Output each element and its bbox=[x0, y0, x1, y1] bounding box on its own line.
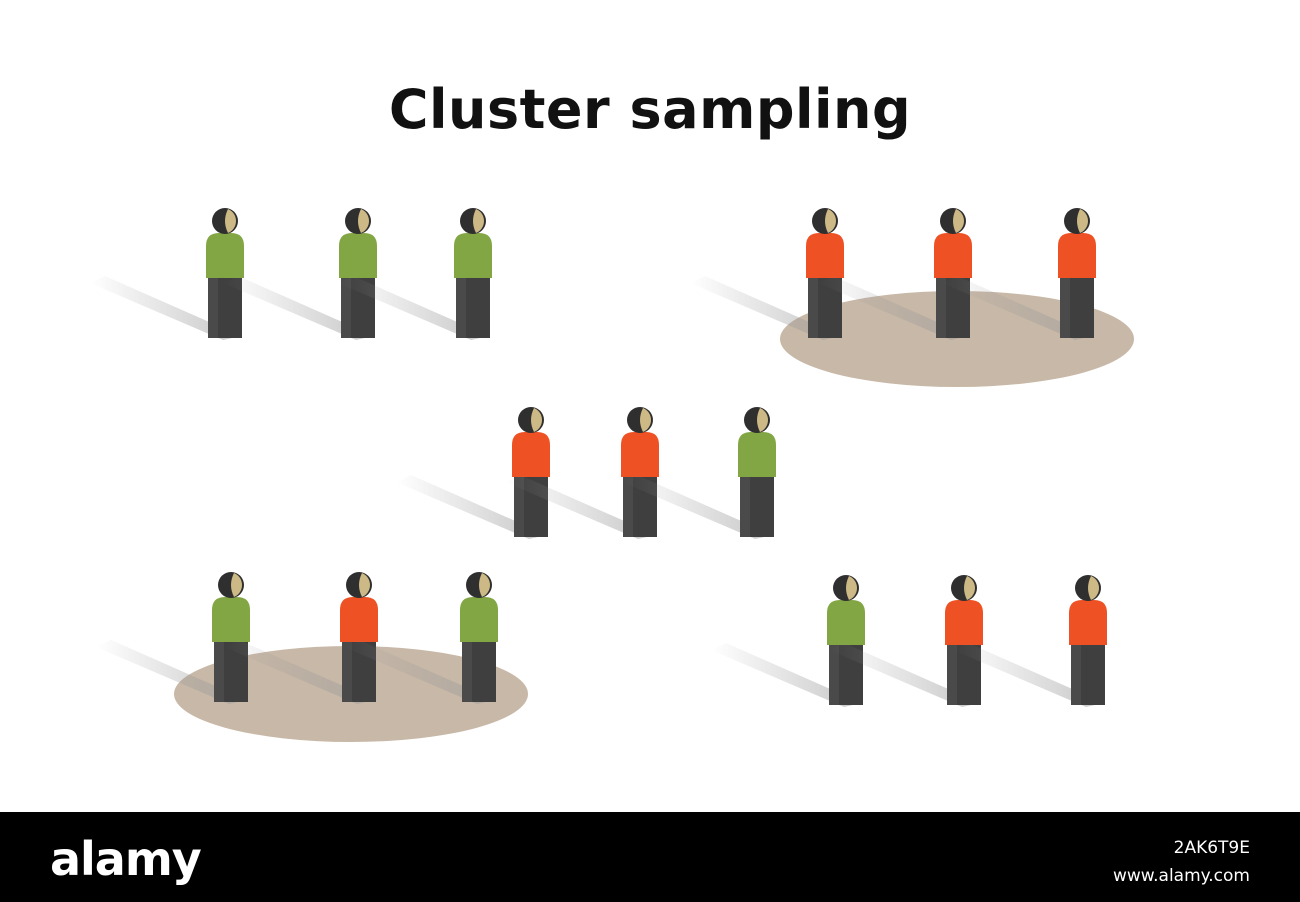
clusters-figure bbox=[90, 208, 1134, 742]
watermark-footer: alamy 2AK6T9E www.alamy.com bbox=[0, 812, 1300, 902]
brand-logo: alamy bbox=[50, 832, 202, 886]
person-face bbox=[225, 209, 237, 233]
person-shadow bbox=[622, 475, 773, 539]
person-legs-highlight bbox=[1071, 645, 1081, 705]
person-legs-highlight bbox=[1060, 278, 1070, 338]
cluster-2 bbox=[690, 208, 1134, 387]
site-url-label: www.alamy.com bbox=[1112, 866, 1250, 886]
person-legs-highlight bbox=[341, 278, 351, 338]
cluster-3 bbox=[396, 407, 776, 539]
person-face bbox=[479, 573, 491, 597]
person-legs-highlight bbox=[936, 278, 946, 338]
person-green bbox=[622, 407, 776, 539]
person-torso bbox=[827, 600, 865, 645]
diagram-canvas: Cluster sampling bbox=[90, 78, 1134, 742]
person-face bbox=[358, 209, 370, 233]
person-legs-highlight bbox=[456, 278, 466, 338]
person-face bbox=[473, 209, 485, 233]
person-red bbox=[396, 407, 550, 539]
person-torso bbox=[738, 432, 776, 477]
person-face bbox=[1077, 209, 1089, 233]
person-red bbox=[942, 208, 1096, 340]
person-face bbox=[531, 408, 542, 432]
person-legs-highlight bbox=[514, 477, 524, 537]
person-legs-highlight bbox=[342, 642, 352, 702]
person-torso bbox=[212, 597, 250, 642]
person-shadow bbox=[711, 643, 862, 707]
person-face bbox=[964, 576, 976, 600]
person-face bbox=[640, 408, 651, 432]
person-torso bbox=[206, 233, 244, 278]
person-torso bbox=[512, 432, 550, 477]
person-torso bbox=[339, 233, 377, 278]
person-shadow bbox=[344, 640, 495, 704]
person-torso bbox=[934, 233, 972, 278]
person-legs-highlight bbox=[623, 477, 633, 537]
person-green bbox=[344, 572, 498, 704]
person-torso bbox=[806, 233, 844, 278]
person-face bbox=[231, 573, 243, 597]
person-legs-highlight bbox=[947, 645, 957, 705]
person-legs-highlight bbox=[740, 477, 750, 537]
person-torso bbox=[945, 600, 983, 645]
person-green bbox=[711, 575, 865, 707]
cluster-1 bbox=[90, 208, 492, 340]
person-green bbox=[90, 208, 244, 340]
person-shadow bbox=[953, 643, 1104, 707]
person-shadow bbox=[829, 643, 980, 707]
person-green bbox=[338, 208, 492, 340]
person-shadow bbox=[942, 276, 1093, 340]
cluster-5 bbox=[711, 575, 1107, 707]
person-torso bbox=[460, 597, 498, 642]
person-legs-highlight bbox=[208, 278, 218, 338]
person-shadow bbox=[818, 276, 969, 340]
person-shadow bbox=[396, 475, 547, 539]
selected-cluster-area bbox=[780, 291, 1134, 387]
person-shadow bbox=[690, 276, 841, 340]
person-legs-highlight bbox=[462, 642, 472, 702]
diagram-title: Cluster sampling bbox=[388, 78, 912, 141]
person-face bbox=[825, 209, 836, 233]
person-shadow bbox=[505, 475, 656, 539]
person-shadow bbox=[90, 276, 241, 340]
person-face bbox=[846, 576, 858, 600]
person-shadow bbox=[223, 276, 374, 340]
person-face bbox=[953, 209, 965, 233]
person-legs-highlight bbox=[829, 645, 839, 705]
person-green bbox=[223, 208, 377, 340]
person-shadow bbox=[338, 276, 489, 340]
person-torso bbox=[1069, 600, 1107, 645]
person-shadow bbox=[224, 640, 375, 704]
person-face bbox=[1088, 576, 1100, 600]
person-shadow bbox=[96, 640, 247, 704]
image-id-label: 2AK6T9E bbox=[1173, 838, 1250, 858]
person-red bbox=[818, 208, 972, 340]
person-face bbox=[359, 573, 371, 597]
person-green bbox=[96, 572, 250, 704]
person-torso bbox=[1058, 233, 1096, 278]
person-face bbox=[757, 408, 768, 432]
person-red bbox=[953, 575, 1107, 707]
person-torso bbox=[454, 233, 492, 278]
person-torso bbox=[340, 597, 378, 642]
person-legs-highlight bbox=[808, 278, 818, 338]
cluster-4 bbox=[96, 572, 528, 742]
person-torso bbox=[621, 432, 659, 477]
person-red bbox=[690, 208, 844, 340]
person-legs-highlight bbox=[214, 642, 224, 702]
